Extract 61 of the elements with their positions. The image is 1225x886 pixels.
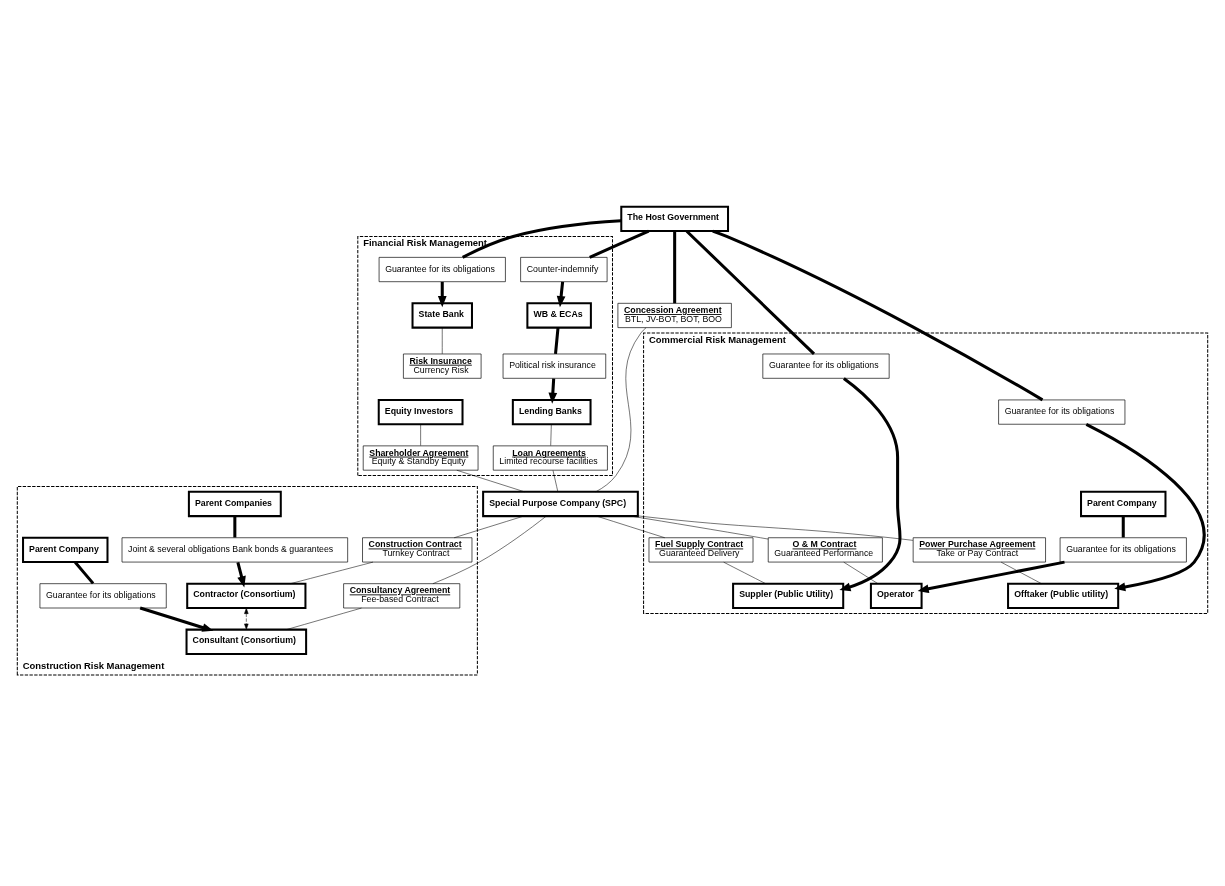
connector: [637, 515, 914, 541]
connector: [290, 561, 374, 584]
node-box: Joint & several obligations Bank bonds & guarantees: [121, 536, 348, 562]
connector: [589, 229, 650, 259]
arrow: [917, 560, 1065, 593]
connector: [420, 423, 421, 446]
node-box: The Host Government: [620, 205, 730, 232]
node-box: State Bank: [411, 301, 473, 329]
arrow: [548, 377, 558, 404]
connector: [462, 218, 622, 259]
connector: [74, 560, 95, 584]
connector: [723, 561, 766, 584]
node-box: Guarantee for its obligations: [39, 582, 167, 608]
node-box: WB & ECAs: [526, 301, 592, 329]
node-box: Guarantee for its obligations: [378, 256, 506, 282]
connector: [552, 469, 559, 492]
connector: [554, 327, 560, 354]
node-box: Offtaker (Public utility): [1007, 582, 1120, 609]
node-box: Fuel Supply Contract Guaranteed Delivery: [648, 536, 754, 562]
arrow: [1085, 422, 1206, 591]
node-box: Consultant (Consortium): [185, 628, 308, 655]
connector: [432, 515, 547, 584]
node-box: Parent Company: [22, 536, 109, 563]
node-box: Consultancy Agreement Fee-based Contract: [343, 582, 461, 608]
connector: [442, 327, 443, 354]
arrow: [839, 376, 902, 591]
node-box: Suppler (Public Utility): [732, 582, 845, 609]
node-box: Parent Company: [1080, 490, 1167, 517]
connector: [673, 230, 677, 303]
arrow: [236, 561, 246, 587]
node-box: Concession Agreement BTL, JV-BOT, BOT, BOO: [617, 302, 732, 328]
node-box: Lending Banks: [511, 398, 592, 425]
node-box: Guarantee for its obligations: [998, 399, 1126, 425]
connector: [843, 561, 879, 584]
arrow: [556, 281, 566, 307]
arrow: [244, 607, 249, 630]
connector: [1121, 515, 1125, 537]
connector: [685, 229, 816, 355]
node-box: Risk Insurance Currency Risk: [403, 353, 482, 379]
connector: [596, 515, 666, 538]
node-box: O & M Contract Guaranteed Performance: [767, 536, 883, 562]
connector: [1000, 561, 1042, 584]
arrow: [139, 606, 214, 632]
node-box: Counter-indemnify: [520, 256, 608, 282]
node-box: Power Purchase Agreement Take or Pay Contract: [912, 536, 1046, 562]
node-box: Loan Agreements Limited recourse facilities: [492, 445, 608, 471]
connector: [453, 515, 524, 538]
connector: [233, 515, 237, 537]
node-box: Equity Investors: [377, 398, 464, 425]
node-box: Construction Contract Turnkey Contract: [362, 536, 473, 562]
node-box: Guarantee for its obligations: [1059, 536, 1187, 562]
node-box: Shareholder Agreement Equity & Standby Equity: [362, 445, 479, 471]
node-box: Special Purpose Company (SPC): [482, 490, 639, 517]
connector: [286, 607, 362, 630]
node-box: Political risk insurance: [502, 353, 607, 379]
connector: [550, 423, 552, 446]
node-box: Operator: [869, 582, 923, 609]
node-box: Guarantee for its obligations: [762, 353, 890, 379]
connector: [712, 229, 1044, 401]
node-box: Contractor (Consortium): [186, 582, 307, 609]
node-box: Parent Companies: [187, 490, 282, 517]
